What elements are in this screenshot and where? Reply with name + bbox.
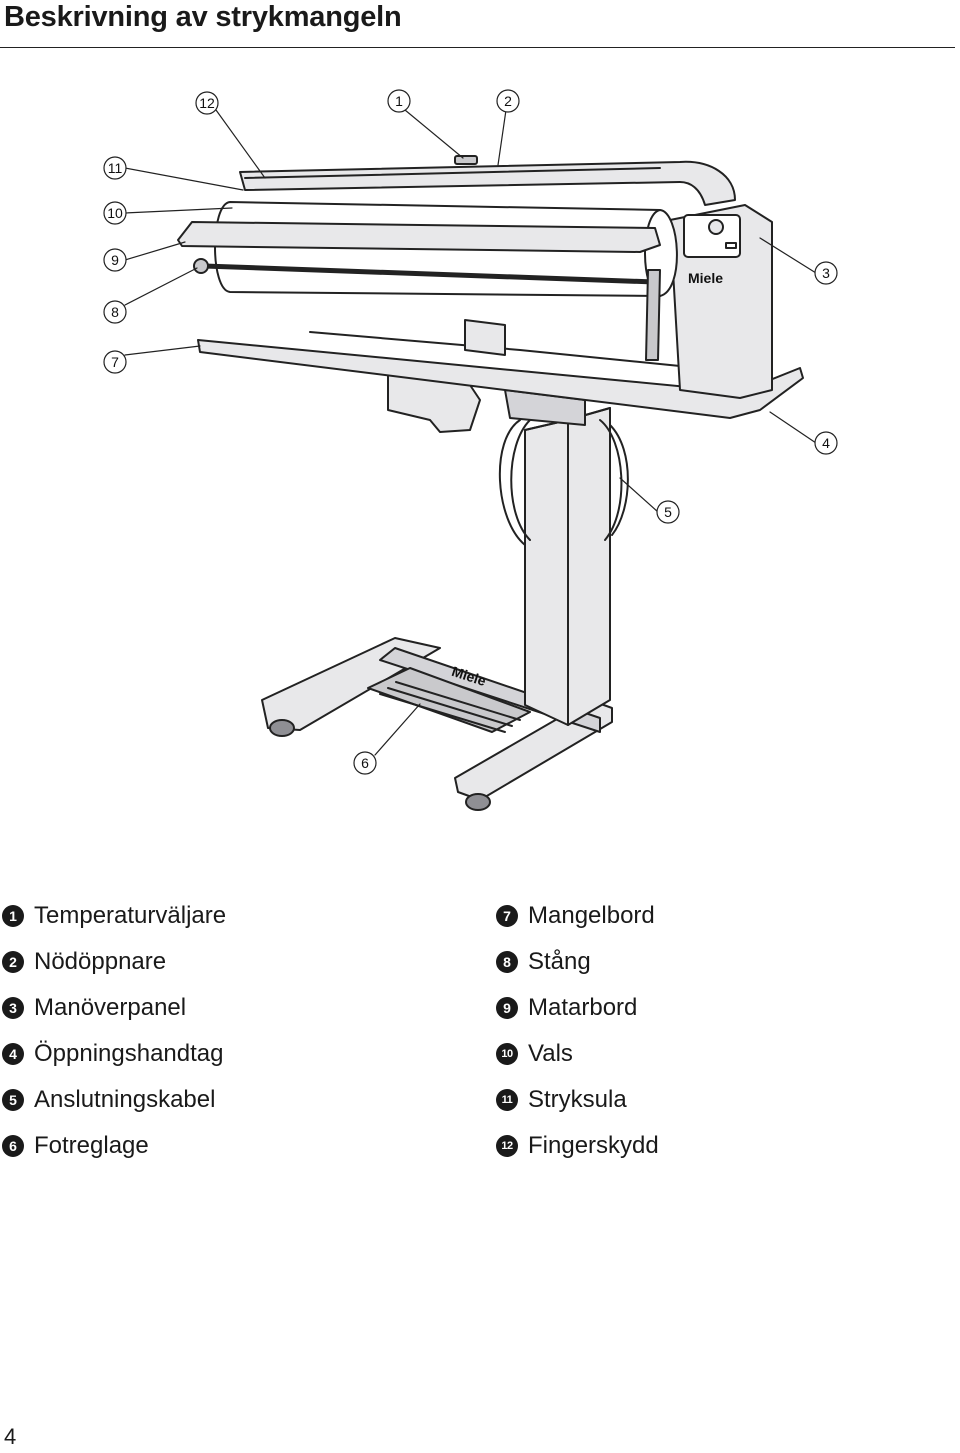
legend-label: Fotreglage: [34, 1132, 149, 1159]
legend-number: 10: [496, 1043, 518, 1065]
legend-number: 4: [2, 1043, 24, 1065]
legend-item: 2 Nödöppnare: [0, 939, 226, 985]
legend-label: Anslutningskabel: [34, 1086, 216, 1113]
callout-10: [103, 201, 127, 225]
callout-12: [195, 91, 219, 115]
title-rule: [0, 47, 955, 48]
legend-item: 9 Matarbord: [494, 985, 659, 1031]
ironing-shoe: [239, 160, 736, 206]
cable-coil: [498, 419, 629, 546]
legend-label: Stryksula: [528, 1086, 627, 1113]
legend-number: 12: [496, 1135, 518, 1157]
callout-6: [353, 751, 377, 775]
legend-number: 6: [2, 1135, 24, 1157]
svg-text:7: 7: [111, 354, 119, 370]
svg-text:11: 11: [108, 160, 123, 176]
legend-number: 8: [496, 951, 518, 973]
legend-number: 11: [496, 1089, 518, 1111]
callout-1: [387, 89, 411, 113]
svg-text:3: 3: [822, 265, 830, 281]
legend-column-left: 1 Temperaturväljare 2 Nödöppnare 3 Manöverp…: [0, 893, 226, 1169]
rod: [201, 263, 658, 285]
callout-2: [496, 89, 520, 113]
legend-label: Nödöppnare: [34, 948, 167, 975]
page-number: 4: [4, 1424, 17, 1449]
legend-item: 10 Vals: [494, 1031, 659, 1077]
legend-number: 1: [2, 905, 24, 927]
legend-item: 8 Stång: [494, 939, 659, 985]
temperature-knob: [708, 219, 724, 235]
callout-3: [814, 261, 838, 285]
brand-label: Miele: [688, 270, 723, 286]
legend-label: Manöverpanel: [34, 994, 187, 1021]
callout-5: [656, 500, 680, 524]
legend-number: 2: [2, 951, 24, 973]
callout-markers: [103, 89, 838, 775]
wheel: [269, 719, 295, 737]
legend-number: 9: [496, 997, 518, 1019]
svg-text:1: 1: [395, 93, 403, 109]
legend-item: 12 Fingerskydd: [494, 1123, 659, 1169]
foot-pedal: [367, 667, 531, 733]
legend-item: 1 Temperaturväljare: [0, 893, 226, 939]
svg-text:10: 10: [107, 205, 123, 221]
legend-label: Vals: [528, 1040, 573, 1067]
callout-8: [103, 300, 127, 324]
svg-text:4: 4: [822, 435, 830, 451]
legend-label: Matarbord: [528, 994, 638, 1021]
svg-text:9: 9: [111, 252, 119, 268]
legend-number: 5: [2, 1089, 24, 1111]
legend-number: 3: [2, 997, 24, 1019]
legend-label: Fingerskydd: [528, 1132, 659, 1159]
legend-number: 7: [496, 905, 518, 927]
legend-item: 7 Mangelbord: [494, 893, 659, 939]
legend-label: Mangelbord: [528, 902, 655, 929]
svg-text:2: 2: [504, 93, 512, 109]
legend-label: Öppningshandtag: [34, 1040, 224, 1067]
finger-guard: [244, 167, 661, 179]
legend-item: 3 Manöverpanel: [0, 985, 226, 1031]
callout-4: [814, 431, 838, 455]
rod-end: [193, 258, 209, 274]
feed-table: [177, 221, 661, 253]
svg-text:12: 12: [199, 95, 215, 111]
legend-label: Stång: [528, 948, 591, 975]
legend-label: Temperaturväljare: [34, 902, 227, 929]
svg-text:5: 5: [664, 504, 672, 520]
legend-item: 6 Fotreglage: [0, 1123, 226, 1169]
legend-item: 4 Öppningshandtag: [0, 1031, 226, 1077]
svg-text:6: 6: [361, 755, 369, 771]
emergency-release: [454, 155, 478, 165]
svg-text:8: 8: [111, 304, 119, 320]
under-bracket: [387, 371, 481, 433]
page-title: Beskrivning av strykmangeln: [4, 1, 402, 33]
ironer-illustration: Miele Miele 12 1 2 11 10 9 8 7 3 4 5 6: [103, 89, 838, 811]
legend-item: 11 Stryksula: [494, 1077, 659, 1123]
wheel: [465, 793, 491, 811]
callout-9: [103, 248, 127, 272]
legend-column-right: 7 Mangelbord 8 Stång 9 Matarbord 10 Vals 11 S…: [494, 893, 659, 1169]
callout-7: [103, 350, 127, 374]
legend-item: 5 Anslutningskabel: [0, 1077, 226, 1123]
callout-11: [103, 156, 127, 180]
